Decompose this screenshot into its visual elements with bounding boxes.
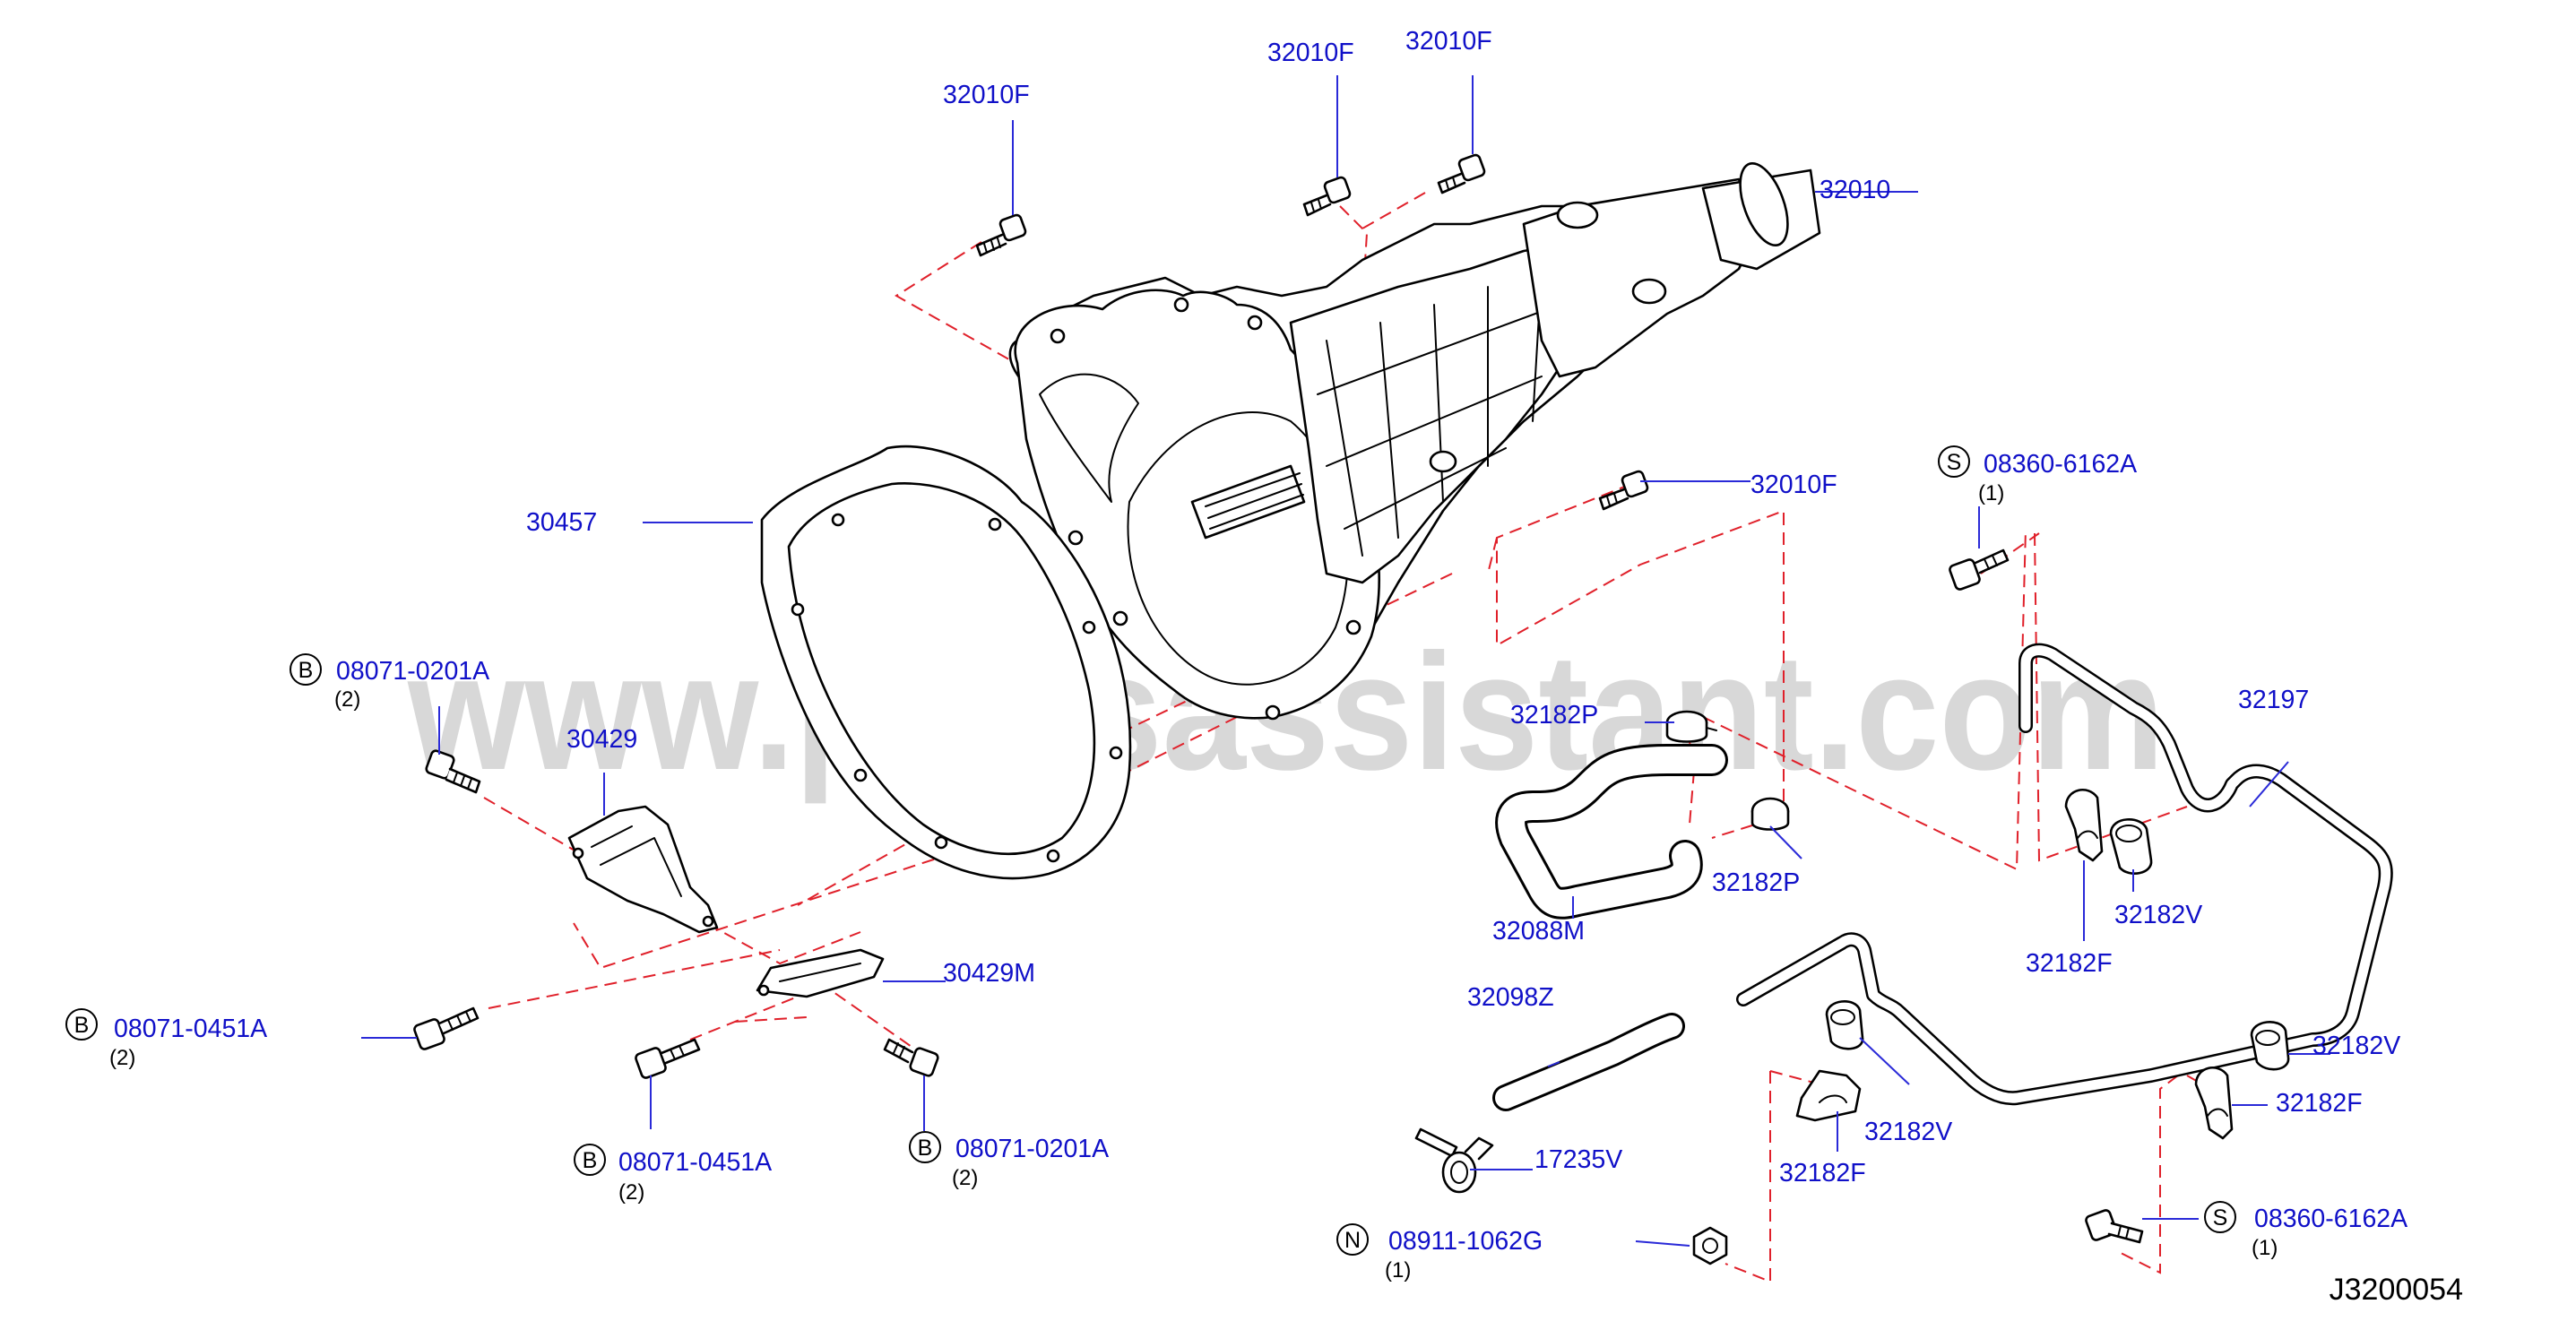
callout-08071-0451A-left: B 08071-0451A (2) — [65, 1008, 267, 1070]
badge-b-icon: B — [298, 658, 314, 683]
bracket-32182F-c — [1795, 1069, 1862, 1122]
label-32088M[interactable]: 32088M — [1492, 917, 1585, 946]
qty-08071-0201A-bottom: (2) — [952, 1166, 978, 1190]
diagram-id: J3200054 — [2330, 1273, 2463, 1307]
badge-b-icon: B — [918, 1136, 933, 1161]
part-labels: 32010 32010F 32010F 32010F 32010F 30457 … — [526, 27, 2400, 1188]
label-32010F-a[interactable]: 32010F — [943, 81, 1030, 109]
bolt-08071-0451A-left — [413, 1006, 480, 1050]
bolt-32010F-d — [1598, 470, 1649, 511]
badge-n-icon: N — [1344, 1228, 1361, 1253]
hose-32088M — [1495, 744, 1728, 920]
label-30457[interactable]: 30457 — [526, 508, 597, 537]
label-32182F-b[interactable]: 32182F — [2276, 1089, 2363, 1118]
label-32010F-b[interactable]: 32010F — [1267, 39, 1354, 67]
clip-32182P-b — [1750, 797, 1790, 831]
qty-08911-1062G: (1) — [1385, 1258, 1411, 1282]
label-32182F-c[interactable]: 32182F — [1779, 1159, 1866, 1188]
nut-08911-1062G — [1692, 1226, 1728, 1265]
label-32182V-b[interactable]: 32182V — [2312, 1032, 2400, 1060]
label-32182P-a[interactable]: 32182P — [1510, 701, 1598, 730]
hardware-callouts: B 08071-0201A (2) B 08071-0451A (2) B 08… — [65, 445, 2407, 1282]
callout-08071-0201A-top: B 08071-0201A (2) — [290, 653, 489, 712]
bolt-08360-6162A-bottom — [2085, 1209, 2144, 1244]
qty-08071-0451A-bottom: (2) — [618, 1180, 644, 1205]
bracket-30429 — [567, 805, 719, 934]
bolt-32010F-c — [1437, 153, 1486, 194]
transmission-assembly — [1008, 161, 1821, 721]
badge-b-icon: B — [74, 1013, 90, 1038]
bracket-32182F-a — [2064, 789, 2104, 862]
callout-08071-0201A-bottom: B 08071-0201A (2) — [909, 1131, 1109, 1190]
callout-08360-6162A-bottom: S 08360-6162A (1) — [2204, 1201, 2407, 1260]
label-08360-6162A-top[interactable]: 08360-6162A — [1984, 450, 2137, 479]
label-32182V-c[interactable]: 32182V — [1864, 1118, 1952, 1146]
label-32010F-c[interactable]: 32010F — [1405, 27, 1492, 56]
bushing-32182V-b — [2250, 1021, 2290, 1071]
qty-08071-0451A-left: (2) — [109, 1046, 135, 1070]
label-08071-0201A-top[interactable]: 08071-0201A — [336, 657, 489, 686]
qty-08360-6162A-top: (1) — [1978, 481, 2004, 505]
label-08071-0201A-bottom[interactable]: 08071-0201A — [955, 1135, 1109, 1163]
bolt-08071-0201A-bottom — [883, 1038, 939, 1077]
callout-08360-6162A-top: S 08360-6162A (1) — [1938, 445, 2137, 505]
bracket-32182F-b — [2194, 1067, 2234, 1140]
label-32182F-a[interactable]: 32182F — [2026, 949, 2113, 978]
fitting-17235V — [1414, 1127, 1494, 1194]
bolt-group — [413, 153, 2144, 1265]
badge-s-icon: S — [1947, 450, 1962, 475]
badge-s-icon: S — [2213, 1205, 2228, 1231]
callout-08911-1062G: N 08911-1062G (1) — [1336, 1223, 1543, 1282]
adapter-plate-gasket — [760, 445, 1132, 880]
leader-lines — [361, 75, 2330, 1247]
hose-32098Z — [1492, 1013, 1685, 1111]
label-08071-0451A-left[interactable]: 08071-0451A — [114, 1015, 267, 1043]
badge-b-icon: B — [583, 1148, 598, 1173]
qty-08071-0201A-top: (2) — [334, 687, 360, 712]
label-30429M[interactable]: 30429M — [943, 959, 1035, 988]
bracket-30429M — [756, 948, 885, 998]
label-32197[interactable]: 32197 — [2238, 686, 2309, 714]
label-32098Z[interactable]: 32098Z — [1467, 983, 1554, 1012]
label-32182V-a[interactable]: 32182V — [2114, 901, 2202, 929]
label-17235V[interactable]: 17235V — [1534, 1145, 1622, 1174]
bolt-08071-0201A-top — [425, 749, 481, 794]
bolt-32010F-b — [1302, 176, 1352, 217]
bolt-08360-6162A-top — [1949, 548, 2010, 591]
label-08360-6162A-bottom[interactable]: 08360-6162A — [2254, 1205, 2407, 1233]
callout-08071-0451A-bottom: B 08071-0451A (2) — [574, 1144, 772, 1205]
bolt-32010F-a — [975, 213, 1027, 257]
clip-32182P-a — [1665, 710, 1717, 743]
qty-08360-6162A-bottom: (1) — [2252, 1236, 2278, 1260]
rod-32197 — [1736, 643, 2393, 1106]
bolt-08071-0451A-bottom — [635, 1038, 701, 1079]
bushing-32182V-a — [2109, 818, 2153, 875]
label-30429[interactable]: 30429 — [566, 725, 637, 754]
label-32182P-b[interactable]: 32182P — [1712, 868, 1800, 897]
bushing-32182V-c — [1825, 1000, 1864, 1050]
label-32010F-d[interactable]: 32010F — [1750, 471, 1837, 499]
label-08071-0451A-bottom[interactable]: 08071-0451A — [618, 1148, 772, 1177]
label-32010[interactable]: 32010 — [1820, 176, 1890, 204]
label-08911-1062G[interactable]: 08911-1062G — [1388, 1227, 1543, 1256]
